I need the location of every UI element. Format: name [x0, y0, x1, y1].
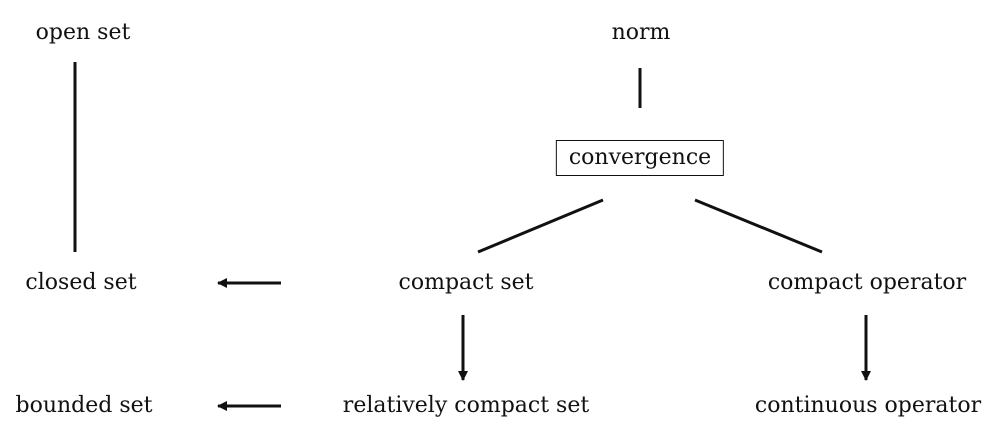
edge-convergence-to-compact-operator: [694, 198, 823, 254]
node-compact-set: compact set: [398, 270, 534, 295]
node-convergence: convergence: [555, 140, 725, 176]
node-open-set: open set: [35, 20, 131, 45]
node-closed-set: closed set: [25, 270, 137, 295]
node-continuous-operator: continuous operator: [754, 393, 982, 418]
node-bounded-set: bounded set: [15, 393, 153, 418]
node-compact-operator: compact operator: [767, 270, 967, 295]
node-norm: norm: [611, 20, 671, 45]
edge-convergence-to-compact-set: [477, 198, 604, 254]
node-relatively-compact-set: relatively compact set: [342, 393, 590, 418]
